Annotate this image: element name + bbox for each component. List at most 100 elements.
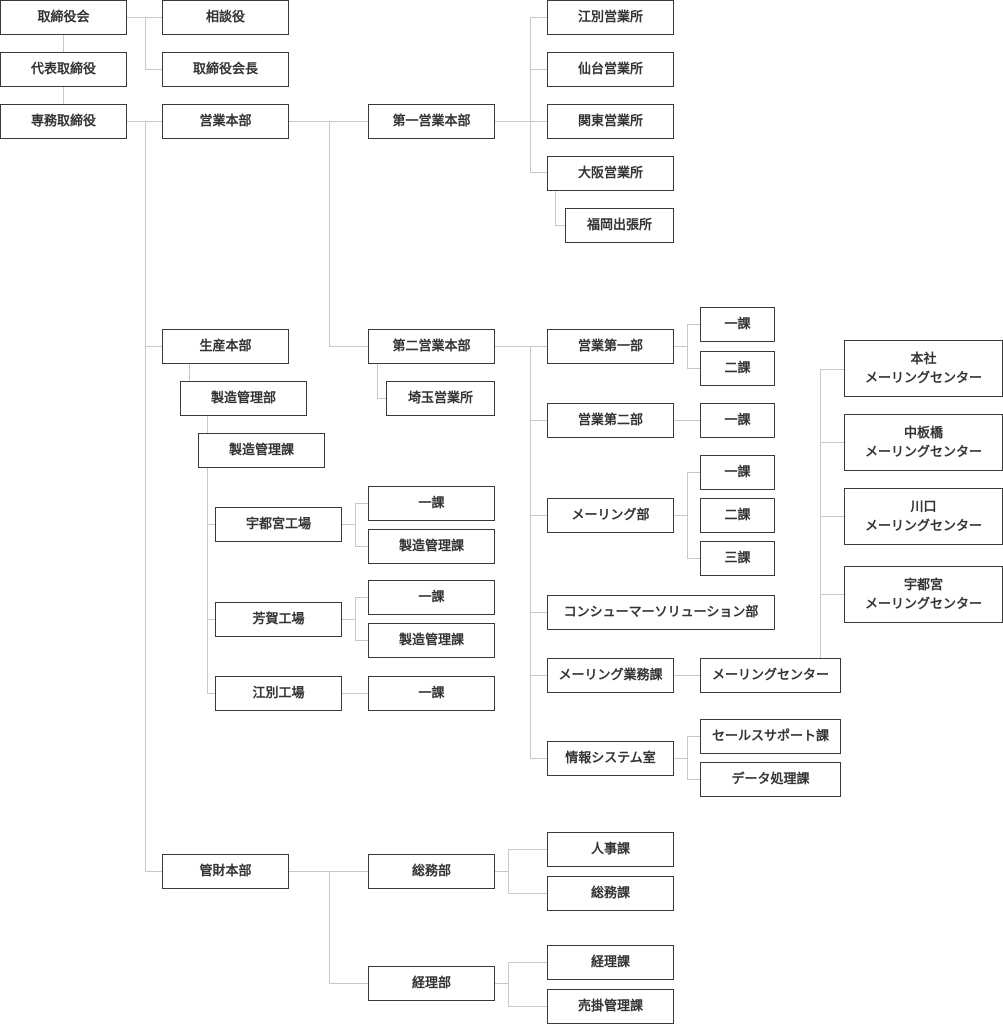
connector-line [145,871,162,872]
org-node-md-sec3: 三課 [700,541,775,576]
connector-line [687,736,688,779]
connector-line [530,346,531,759]
connector-line [495,871,508,872]
connector-line [289,871,368,872]
connector-line [289,121,368,122]
connector-line [63,87,64,104]
org-node-board: 取締役会 [0,0,127,35]
org-node-sales2-hq: 第二営業本部 [368,329,495,364]
org-node-mailing-center: メーリングセンター [700,658,841,693]
connector-line [555,191,556,225]
connector-line [342,619,355,620]
connector-line [329,871,330,984]
connector-line [207,524,215,525]
org-node-up-sec1: 一課 [368,486,495,521]
org-node-ceo: 代表取締役 [0,52,127,87]
org-node-mailing-ops: メーリング業務課 [547,658,674,693]
org-node-hr-sec: 人事課 [547,832,674,867]
connector-line [674,675,700,676]
connector-line [495,983,508,984]
connector-line [674,346,687,347]
connector-line [687,472,688,559]
org-node-md-sec2: 二課 [700,498,775,533]
connector-line [687,368,700,369]
org-node-mfg-mgmt-dept: 製造管理部 [180,381,307,416]
connector-line [530,515,547,516]
connector-line [530,69,547,70]
connector-line [530,758,547,759]
org-node-ebetsu-plant: 江別工場 [215,676,342,711]
connector-line [674,758,687,759]
org-node-admin-hq: 管財本部 [162,854,289,889]
connector-line [508,1006,547,1007]
org-node-advisor: 相談役 [162,0,289,35]
org-node-chairman: 取締役会長 [162,52,289,87]
connector-line [329,346,368,347]
org-node-production-hq: 生産本部 [162,329,289,364]
connector-line [329,983,368,984]
connector-line [820,442,844,443]
org-node-mailing-dept: メーリング部 [547,498,674,533]
connector-line [495,121,547,122]
org-node-md-sec1: 一課 [700,455,775,490]
connector-line [530,17,547,18]
connector-line [555,225,565,226]
org-node-ga-sec: 総務課 [547,876,674,911]
org-node-ebetsu-office: 江別営業所 [547,0,674,35]
org-node-up-mfg: 製造管理課 [368,529,495,564]
org-node-accounting: 経理部 [368,966,495,1001]
connector-line [530,172,547,173]
org-node-consumer-dept: コンシューマーソリューション部 [547,595,775,630]
org-node-kanto-office: 関東営業所 [547,104,674,139]
connector-line [329,121,330,347]
org-node-sales-dept2: 営業第二部 [547,403,674,438]
org-node-fukuoka-branch: 福岡出張所 [565,208,674,243]
connector-line [530,17,531,173]
connector-line [145,69,162,70]
connector-line [530,675,547,676]
connector-line [530,612,547,613]
connector-line [145,346,162,347]
org-node-sd2-sec1: 一課 [700,403,775,438]
org-node-mc-utsunomiya: 宇都宮 メーリングセンター [844,566,1003,623]
org-node-saitama-office: 埼玉営業所 [386,381,495,416]
org-node-data-proc: データ処理課 [700,762,841,797]
org-node-mc-honsha: 本社 メーリングセンター [844,340,1003,397]
connector-line [342,693,368,694]
connector-line [207,619,215,620]
connector-line [127,17,162,18]
connector-line [687,736,700,737]
org-node-sales-dept1: 営業第一部 [547,329,674,364]
connector-line [63,35,64,52]
connector-line [687,324,700,325]
org-node-acct-sec: 経理課 [547,945,674,980]
org-node-info-sys: 情報システム室 [547,741,674,776]
connector-line [508,849,509,894]
connector-line [687,558,700,559]
connector-line [342,524,355,525]
connector-line [355,503,368,504]
connector-line [674,515,687,516]
org-node-hp-mfg: 製造管理課 [368,623,495,658]
connector-line [495,346,547,347]
org-node-sales-hq: 営業本部 [162,104,289,139]
connector-line [687,472,700,473]
org-node-mc-kawaguchi: 川口 メーリングセンター [844,488,1003,545]
connector-line [687,324,688,369]
org-node-mc-nakaitabashi: 中板橋 メーリングセンター [844,414,1003,471]
org-node-ar-sec: 売掛管理課 [547,989,674,1024]
connector-line [377,398,386,399]
org-node-haga-plant: 芳賀工場 [215,602,342,637]
connector-line [820,369,821,658]
connector-line [127,121,162,122]
connector-line [355,640,368,641]
connector-line [207,468,208,693]
connector-line [355,503,356,546]
org-node-sales-support: セールスサポート課 [700,719,841,754]
connector-line [207,693,215,694]
connector-line [145,17,146,69]
org-node-utsunomiya-plant: 宇都宮工場 [215,507,342,542]
org-node-hp-sec1: 一課 [368,580,495,615]
connector-line [820,594,844,595]
